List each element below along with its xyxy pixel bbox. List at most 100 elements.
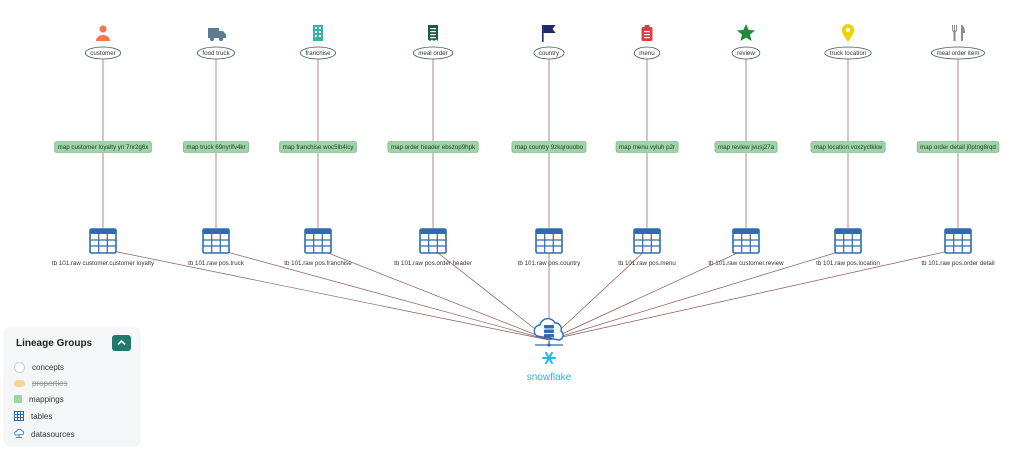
concept-node[interactable]: franchise — [299, 25, 336, 60]
pin-icon — [842, 24, 854, 42]
mapping-label: map customer loyalty yn 7nr2g6x — [58, 144, 150, 151]
lineage-groups-panel: Lineage Groups concepts properties mappi… — [4, 328, 140, 446]
edge-table-datasource — [548, 248, 648, 341]
table-node[interactable]: tb 101.raw pos.country — [518, 228, 582, 267]
concept-label: food truck — [202, 50, 230, 57]
mapping-box — [714, 141, 778, 153]
mapping-node[interactable]: map location voxzyctkkw — [810, 141, 886, 153]
table-icon — [732, 228, 760, 254]
concept-bubble — [196, 46, 235, 60]
mapping-node[interactable]: map customer loyalty yn 7nr2g6x — [54, 141, 152, 153]
concept-node[interactable]: meal order item — [931, 25, 985, 60]
concept-node[interactable]: customer — [84, 25, 122, 60]
edge-table-datasource — [215, 248, 550, 341]
table-node[interactable]: tb 101.raw customer.review — [708, 228, 784, 267]
legend-item-label: concepts — [32, 362, 65, 372]
concept-label: meal order item — [937, 50, 980, 57]
mapping-box — [916, 141, 1000, 153]
concept-label: country — [539, 50, 560, 57]
legend-item-datasources[interactable]: datasources — [14, 427, 75, 441]
concept-node[interactable]: review — [731, 24, 761, 60]
legend-item-tables[interactable]: tables — [14, 409, 52, 423]
table-icon — [633, 228, 661, 254]
table-node[interactable]: tb 101.raw pos.franchise — [284, 228, 352, 267]
table-label: tb 101.raw customer.customer loyalty — [52, 260, 155, 267]
table-node[interactable]: tb 101.raw pos.location — [816, 228, 880, 267]
square-icon — [14, 395, 22, 403]
mapping-label: map country 9zkqrouobo — [515, 144, 584, 151]
table-icon — [535, 228, 563, 254]
table-label: tb 101.raw pos.order header — [394, 260, 472, 267]
concept-bubble — [533, 46, 565, 60]
concept-node[interactable]: menu — [633, 25, 661, 60]
mapping-node[interactable]: map order detail j0ptng8rqd — [916, 141, 1000, 153]
concept-bubble — [824, 46, 872, 60]
mapping-node[interactable]: map country 9zkqrouobo — [511, 141, 587, 153]
datasource-node[interactable]: snowflake — [527, 317, 572, 383]
lineage-edges — [102, 59, 959, 341]
mapping-box — [387, 141, 479, 153]
concept-node[interactable]: truck location — [824, 24, 872, 60]
person-icon — [96, 25, 110, 41]
concept-node[interactable]: food truck — [196, 28, 235, 60]
mapping-node[interactable]: map franchise woc5lb4icy — [279, 141, 357, 153]
lineage-nodes: customer map customer loyalty yn 7nr2g6x t… — [52, 24, 1000, 267]
truck-icon — [208, 28, 226, 42]
mapping-box — [615, 141, 679, 153]
concept-bubble — [299, 46, 336, 60]
mapping-label: map review jvusj27a — [718, 144, 775, 151]
table-icon — [14, 411, 24, 421]
mapping-box — [183, 141, 249, 153]
table-node[interactable]: tb 101.raw pos.menu — [618, 228, 676, 267]
mapping-node[interactable]: map order header ebszop9hpk — [387, 141, 479, 153]
table-label: tb 101.raw pos.order detail — [921, 260, 994, 267]
legend-item-label: properties — [32, 378, 68, 388]
table-node[interactable]: tb 101.raw pos.order header — [394, 228, 472, 267]
pill-icon — [14, 379, 25, 387]
datasource-label: snowflake — [527, 372, 572, 383]
concept-bubble — [731, 46, 761, 60]
legend-item-label: datasources — [31, 429, 75, 439]
mapping-box — [511, 141, 587, 153]
collapse-legend-button[interactable] — [112, 335, 131, 351]
legend-item-concepts[interactable]: concepts — [14, 360, 64, 374]
mapping-label: map location voxzyctkkw — [814, 144, 883, 151]
edge-table-datasource — [548, 248, 747, 341]
utensils-icon — [952, 25, 965, 41]
table-node[interactable]: tb 101.raw pos.truck — [188, 228, 245, 267]
table-label: tb 101.raw pos.truck — [188, 260, 245, 267]
mapping-node[interactable]: map truck 69nyrifv4kr — [183, 141, 249, 153]
mapping-node[interactable]: map menu vyluh p2r — [615, 141, 679, 153]
concept-node[interactable]: country — [533, 25, 565, 60]
cloud-database-icon — [14, 428, 25, 439]
legend-item-mappings[interactable]: mappings — [14, 392, 64, 406]
mapping-label: map order header ebszop9hpk — [391, 144, 476, 151]
cloud-database-icon — [533, 317, 564, 347]
mapping-label: map order detail j0ptng8rqd — [920, 144, 996, 151]
edge-table-datasource — [548, 248, 959, 341]
concept-node[interactable]: meal order — [412, 25, 454, 60]
mapping-box — [810, 141, 886, 153]
concept-bubble — [412, 46, 454, 60]
table-node[interactable]: tb 101.raw customer.customer loyalty — [52, 228, 155, 267]
concept-bubble — [633, 46, 661, 60]
concept-bubble — [84, 46, 122, 60]
mapping-label: map menu vyluh p2r — [619, 144, 675, 151]
table-node[interactable]: tb 101.raw pos.order detail — [921, 228, 995, 267]
circle-outline-icon — [14, 361, 25, 373]
mapping-box — [54, 141, 152, 153]
edge-table-datasource — [102, 248, 550, 341]
concept-label: menu — [639, 50, 655, 57]
legend-item-properties[interactable]: properties — [14, 376, 68, 390]
clipboard-icon — [641, 25, 653, 41]
concept-bubble — [931, 46, 985, 60]
concept-label: customer — [90, 50, 115, 57]
mapping-node[interactable]: map review jvusj27a — [714, 141, 778, 153]
table-label: tb 101.raw pos.franchise — [284, 260, 352, 267]
edge-table-datasource — [548, 248, 849, 341]
table-icon — [944, 228, 972, 254]
snowflake-icon — [542, 351, 556, 365]
edge-table-datasource — [432, 248, 550, 341]
table-icon — [419, 228, 447, 254]
